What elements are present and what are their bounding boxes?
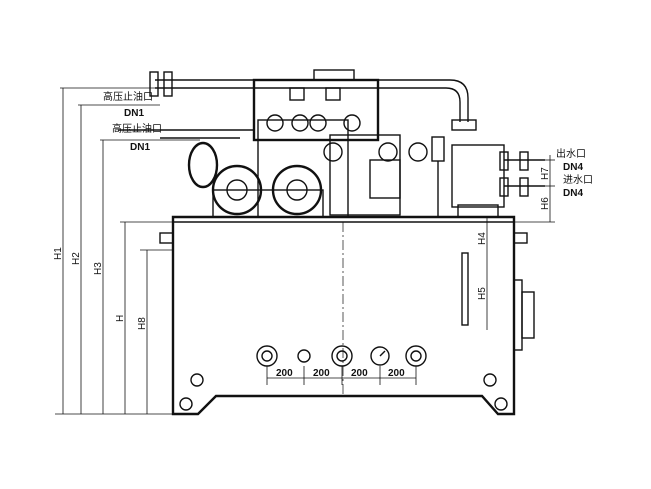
spacing-3: 200 [351, 368, 368, 379]
dim-h5: H5 [477, 287, 488, 300]
water-inlet-label: 进水口 [563, 174, 593, 186]
water-inlet-dn: DN4 [563, 188, 583, 199]
dim-h8: H8 [137, 317, 148, 330]
dim-h1: H1 [53, 247, 64, 260]
dim-h7: H7 [540, 167, 551, 180]
water-outlet-label: 出水口 [556, 147, 586, 160]
dimension-lines [55, 87, 555, 415]
hp-outlet-1-label: 高压止油口 [103, 90, 153, 103]
hp-outlet-1-dn: DN1 [124, 108, 144, 119]
dim-h2: H2 [71, 252, 82, 265]
hp-outlet-2-label: 高压止油口 [112, 122, 162, 135]
dim-h: H [115, 315, 126, 322]
spacing-2: 200 [313, 368, 330, 379]
motor-pump-group [187, 119, 505, 218]
dim-h4: H4 [477, 232, 488, 245]
water-outlet-dn: DN4 [563, 162, 583, 173]
hp-outlet-2-dn: DN1 [130, 142, 150, 153]
dim-h6: H6 [540, 197, 551, 210]
dim-h3: H3 [93, 262, 104, 275]
spacing-4: 200 [388, 368, 405, 379]
oil-tank [159, 215, 535, 416]
piping [118, 71, 545, 197]
spacing-1: 200 [276, 368, 293, 379]
